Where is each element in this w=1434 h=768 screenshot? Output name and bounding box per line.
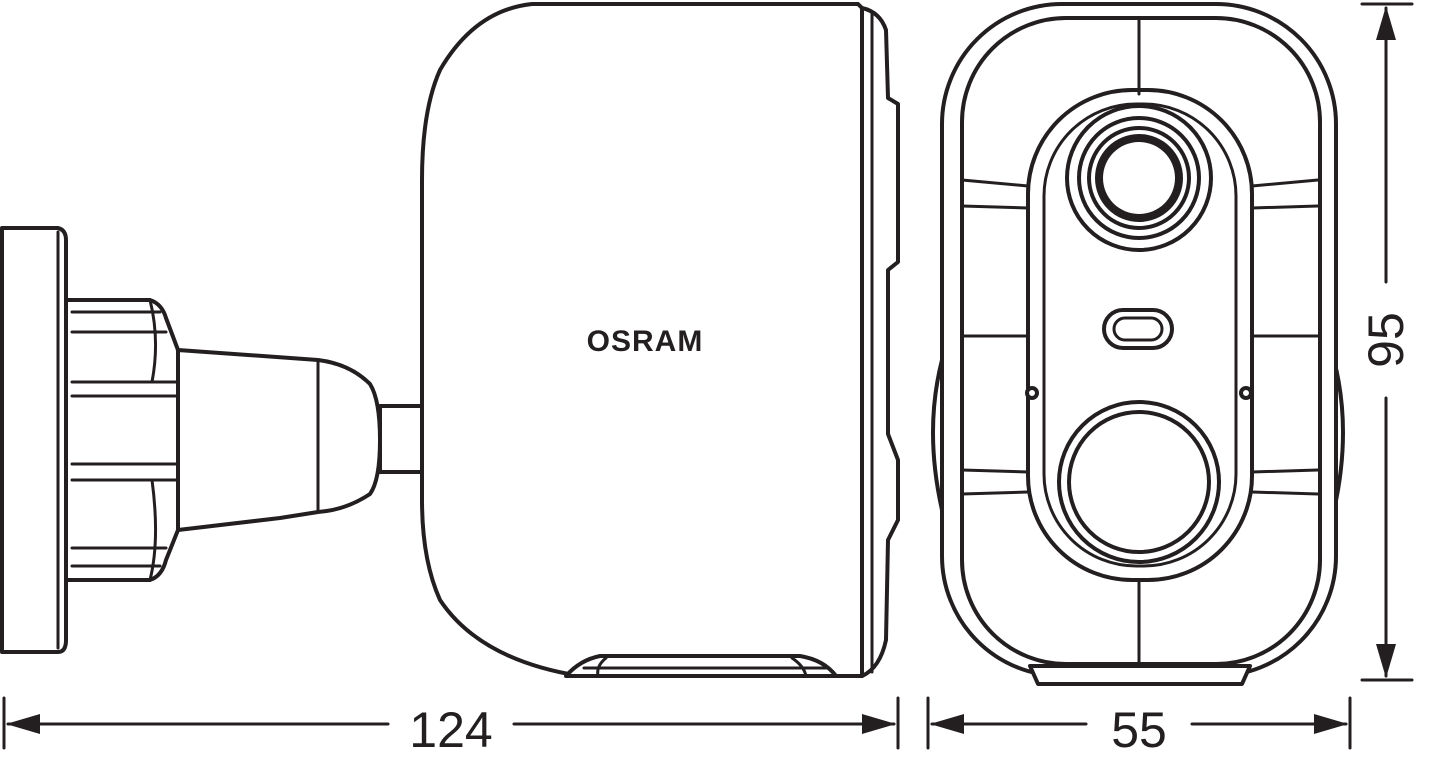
screw-right: [1239, 386, 1253, 400]
dimension-side-width: 124: [409, 702, 492, 758]
light-sensor: [1102, 308, 1174, 350]
lens-panel-inner-edge: [1042, 102, 1238, 568]
camera-lens: [1065, 104, 1213, 252]
front-view: [931, 2, 1345, 686]
mount-neck: [378, 404, 428, 474]
wall-mount-plate: [0, 226, 68, 654]
lens-panel: [1026, 88, 1254, 582]
mount-collar: [64, 298, 180, 582]
dimension-height: 95: [1358, 312, 1414, 368]
front-foot: [1028, 664, 1252, 686]
brand-logo: OSRAM: [587, 325, 704, 358]
camera-body-side: OSRAM: [420, 2, 900, 678]
light-sensor-inner: [1112, 316, 1164, 342]
dimension-front-width: 55: [1111, 702, 1167, 758]
dimension-lines: 124 55 95: [2, 2, 1414, 758]
side-ribs: [960, 178, 1320, 496]
pir-sensor: [1057, 400, 1221, 564]
mount-arm: [176, 348, 382, 532]
screw-left: [1025, 386, 1039, 400]
side-view: OSRAM: [0, 2, 900, 678]
